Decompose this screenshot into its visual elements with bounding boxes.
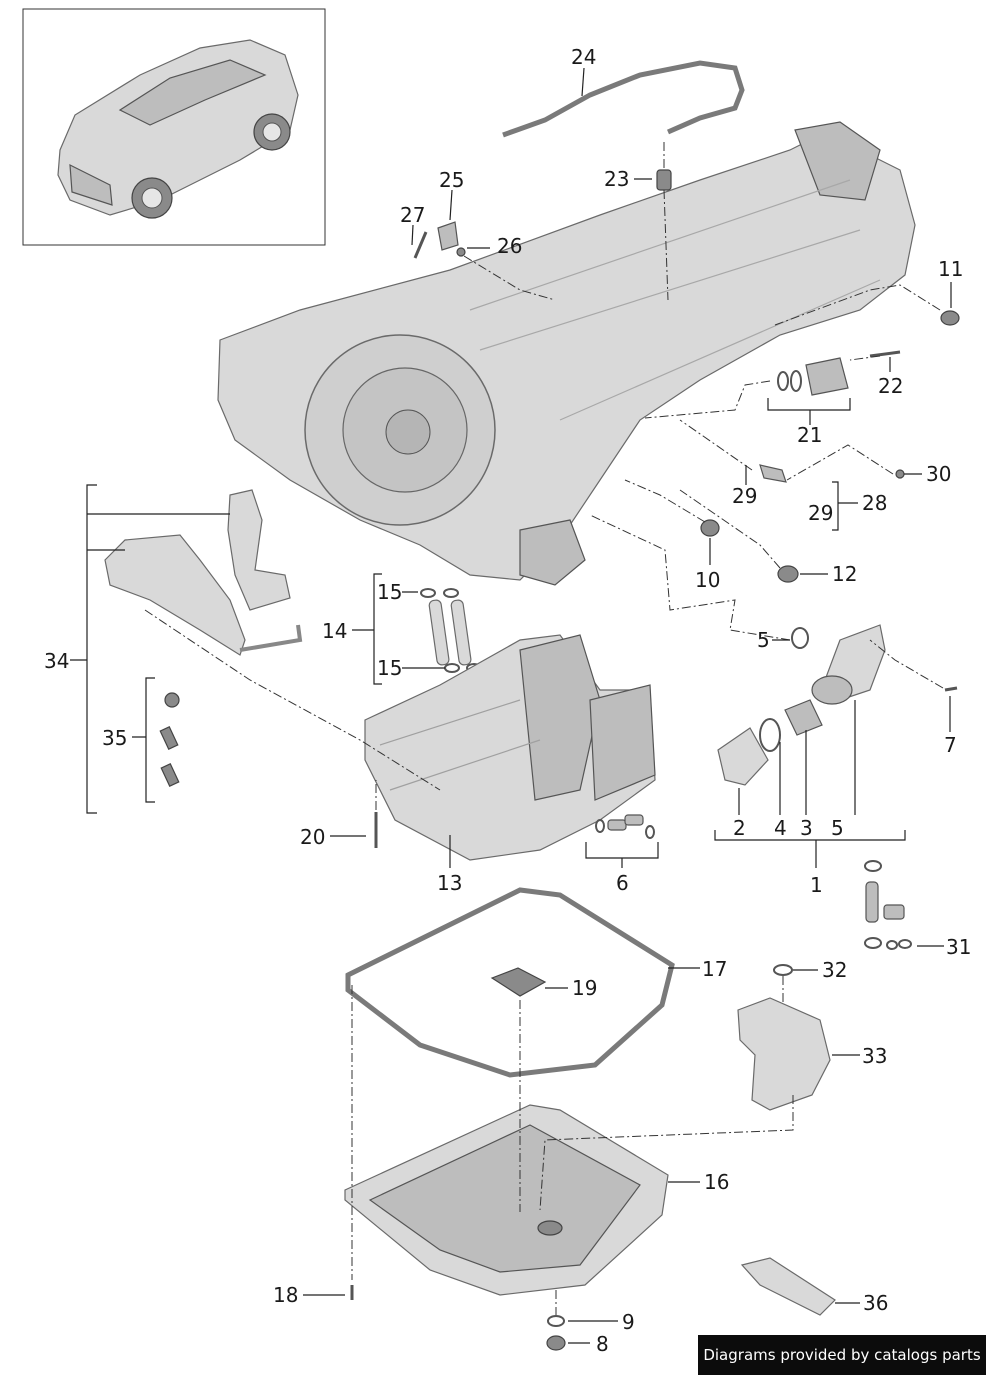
callout-17: 17 [702, 957, 727, 981]
bolt-part-30 [895, 469, 905, 479]
callout-32: 32 [822, 958, 847, 982]
vehicle-thumbnail [22, 8, 326, 246]
callout-9: 9 [622, 1310, 635, 1334]
callout-12: 12 [832, 562, 857, 586]
wiring-harness [104, 489, 303, 787]
callout-5-lower: 5 [831, 816, 844, 840]
transmission-housing [217, 121, 916, 586]
callout-14: 14 [322, 619, 347, 643]
callout-25: 25 [439, 168, 464, 192]
callout-34: 34 [44, 649, 69, 673]
callout-35: 35 [102, 726, 127, 750]
sensor-part-25 [437, 221, 459, 251]
filter-part-33 [737, 997, 831, 1111]
callout-33: 33 [862, 1044, 887, 1068]
credit-banner: Diagrams provided by catalogs parts [698, 1335, 986, 1375]
sensor-part-29 [759, 464, 787, 483]
callout-23: 23 [604, 167, 629, 191]
callout-20: 20 [300, 825, 325, 849]
callout-22: 22 [878, 374, 903, 398]
reference-lines [144, 142, 944, 1315]
breather-hose-part [502, 60, 745, 138]
callout-7: 7 [944, 733, 957, 757]
plug-part-12 [777, 565, 799, 583]
plug-part-11 [940, 310, 960, 326]
callout-36: 36 [863, 1291, 888, 1315]
filter-group [717, 624, 958, 786]
callout-15-lower: 15 [377, 656, 402, 680]
callout-28: 28 [862, 491, 887, 515]
callout-31: 31 [946, 935, 971, 959]
valve-body [364, 634, 656, 861]
seal-part-6 [595, 814, 655, 839]
callout-1: 1 [810, 873, 823, 897]
bolt-part-22 [869, 350, 901, 358]
bolt-part-27 [413, 231, 428, 259]
callout-2: 2 [733, 816, 746, 840]
callout-4: 4 [774, 816, 787, 840]
seal-part-26 [456, 247, 466, 257]
magnet-part-19 [490, 967, 547, 997]
callout-6: 6 [616, 871, 629, 895]
plug-part-10 [700, 519, 720, 537]
gasket-part-17 [345, 887, 675, 1078]
callout-30: 30 [926, 462, 951, 486]
callout-16: 16 [704, 1170, 729, 1194]
callout-18: 18 [273, 1283, 298, 1307]
callout-24: 24 [571, 45, 596, 69]
connector-part-31 [864, 860, 912, 950]
oil-pan-part-16 [344, 1104, 669, 1296]
callout-13: 13 [437, 871, 462, 895]
callout-19: 19 [572, 976, 597, 1000]
leader-lines [70, 67, 952, 1344]
callout-10: 10 [695, 568, 720, 592]
seal-part-32 [773, 964, 793, 976]
callout-29-upper: 29 [732, 484, 757, 508]
callout-21: 21 [797, 423, 822, 447]
callout-3: 3 [800, 816, 813, 840]
callout-26: 26 [497, 234, 522, 258]
callout-27: 27 [400, 203, 425, 227]
sealant-tube-part-36 [740, 1257, 836, 1316]
plug-part-8 [546, 1335, 566, 1351]
callout-15-upper: 15 [377, 580, 402, 604]
callout-29-lower: 29 [808, 501, 833, 525]
seal-part-9 [547, 1315, 565, 1327]
tube-group [420, 588, 482, 673]
callout-5-upper: 5 [757, 628, 770, 652]
plug-part-23 [656, 169, 672, 191]
callout-8: 8 [596, 1332, 609, 1356]
pipe-part-21 [805, 357, 849, 396]
callout-labels: 24 25 27 26 23 11 22 21 29 29 28 30 10 1… [44, 45, 971, 1356]
callout-11: 11 [938, 257, 963, 281]
